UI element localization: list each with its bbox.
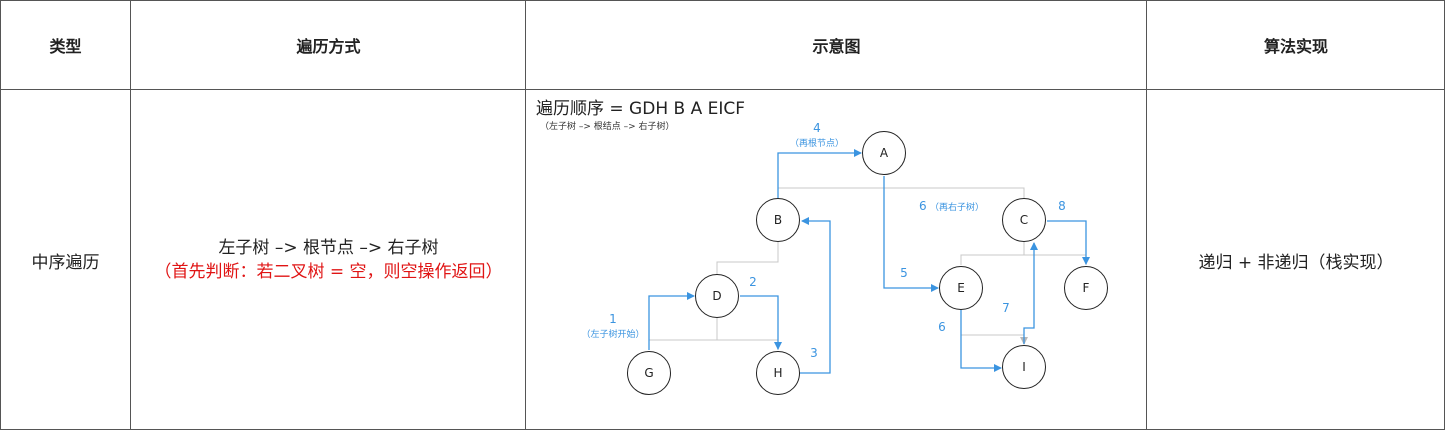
node-g bbox=[627, 351, 671, 395]
node-label-c: C bbox=[1020, 213, 1028, 227]
step-8-num: 8 bbox=[1058, 199, 1066, 213]
node-a bbox=[862, 131, 906, 175]
row-type: 中序遍历 bbox=[31, 252, 100, 273]
step-1-num: 1 bbox=[609, 312, 617, 326]
node-b bbox=[756, 198, 800, 242]
edge-c-f bbox=[1024, 254, 1087, 265]
node-label-i: I bbox=[1022, 360, 1026, 374]
step-4-note: （再根节点） bbox=[790, 137, 844, 149]
node-label-d: D bbox=[712, 289, 721, 303]
edge-a-c bbox=[884, 187, 1025, 198]
node-label-g: G bbox=[644, 366, 653, 380]
method-order: 左子树 –> 根节点 –> 右子树 bbox=[218, 238, 439, 258]
arrow-step-5 bbox=[883, 176, 939, 292]
step-4-num: 4 bbox=[813, 121, 821, 135]
node-c bbox=[1002, 198, 1046, 242]
arrow-step-3 bbox=[800, 217, 831, 374]
row-implementation: 递归 + 非递归（栈实现） bbox=[1198, 252, 1394, 273]
edge-d-g bbox=[648, 318, 718, 350]
step-3-num: 3 bbox=[810, 346, 818, 360]
arrow-step-8 bbox=[1047, 220, 1090, 265]
node-label-e: E bbox=[957, 281, 965, 295]
header-diagram: 示意图 bbox=[812, 37, 861, 56]
header-type: 类型 bbox=[49, 37, 82, 56]
step-5-num: 5 bbox=[900, 266, 908, 280]
step-6-num: 6 bbox=[919, 199, 927, 213]
edge-d-h bbox=[717, 339, 779, 350]
node-label-b: B bbox=[774, 213, 782, 227]
edge-a-b bbox=[777, 176, 885, 198]
arrow-step-6 bbox=[960, 310, 1002, 372]
arrow-step-4 bbox=[777, 149, 862, 198]
header-implementation: 算法实现 bbox=[1263, 37, 1328, 56]
node-h bbox=[756, 351, 800, 395]
node-label-h: H bbox=[773, 366, 782, 380]
row-method: 左子树 –> 根节点 –> 右子树 （首先判断：若二叉树 = 空，则空操作返回） bbox=[131, 90, 526, 430]
node-e bbox=[939, 266, 983, 310]
diagram-title: 遍历顺序 = GDH B A EICF bbox=[536, 99, 746, 119]
step-7-num: 7 bbox=[1002, 301, 1010, 315]
edge-b-d bbox=[716, 242, 779, 274]
edge-c-e bbox=[960, 242, 1025, 265]
diagram-subtitle: （左子树 –> 根结点 –> 右子树） bbox=[540, 122, 675, 132]
arrow-step-2 bbox=[740, 295, 782, 350]
step-1-note: （左子树开始） bbox=[581, 328, 644, 340]
step-6b-num: 6 bbox=[938, 320, 946, 334]
edge-e-i bbox=[960, 310, 1028, 345]
node-label-a: A bbox=[880, 146, 889, 160]
node-label-f: F bbox=[1083, 281, 1090, 295]
node-i bbox=[1002, 345, 1046, 389]
method-note: （首先判断：若二叉树 = 空，则空操作返回） bbox=[154, 262, 503, 282]
arrow-step-7 bbox=[1023, 242, 1038, 344]
header-method: 遍历方式 bbox=[296, 37, 361, 56]
node-f bbox=[1064, 266, 1108, 310]
step-6-note: （再右子树） bbox=[930, 201, 984, 213]
step-2-num: 2 bbox=[749, 275, 757, 289]
traversal-arrows bbox=[648, 149, 1090, 374]
node-d bbox=[695, 274, 739, 318]
arrow-step-1 bbox=[648, 292, 695, 350]
